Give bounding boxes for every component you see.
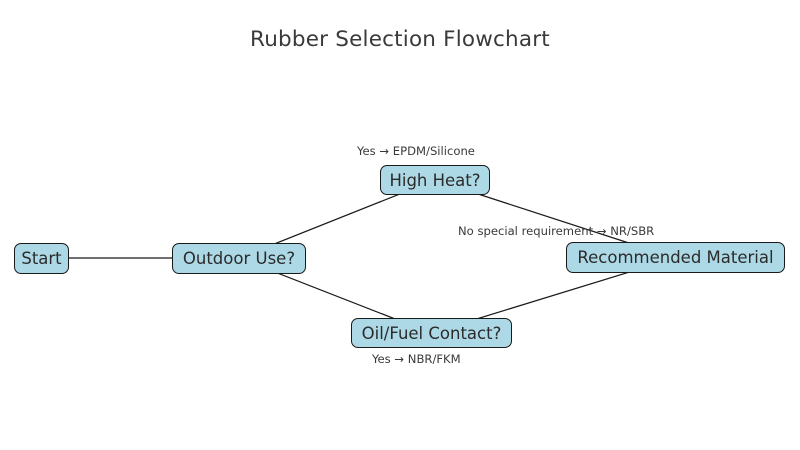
node-oil-fuel-contact-label: Oil/Fuel Contact? — [361, 323, 502, 343]
node-outdoor-use-label: Outdoor Use? — [182, 249, 296, 268]
node-high-heat-label: High Heat? — [389, 170, 481, 190]
edge-label-nbr-fkm: Yes → NBR/FKM — [372, 352, 461, 366]
edge-label-epdm-silicone: Yes → EPDM/Silicone — [357, 144, 475, 158]
node-high-heat[interactable]: High Heat? — [380, 165, 490, 195]
node-start[interactable]: Start — [14, 243, 69, 274]
node-recommended-material-label: Recommended Material — [577, 248, 774, 267]
node-oil-fuel-contact[interactable]: Oil/Fuel Contact? — [351, 318, 512, 348]
page-title: Rubber Selection Flowchart — [250, 27, 550, 52]
node-outdoor-use[interactable]: Outdoor Use? — [172, 243, 306, 274]
node-recommended-material[interactable]: Recommended Material — [566, 242, 785, 273]
edge-label-nr-sbr: No special requirement → NR/SBR — [458, 224, 655, 238]
node-start-label: Start — [21, 249, 62, 268]
